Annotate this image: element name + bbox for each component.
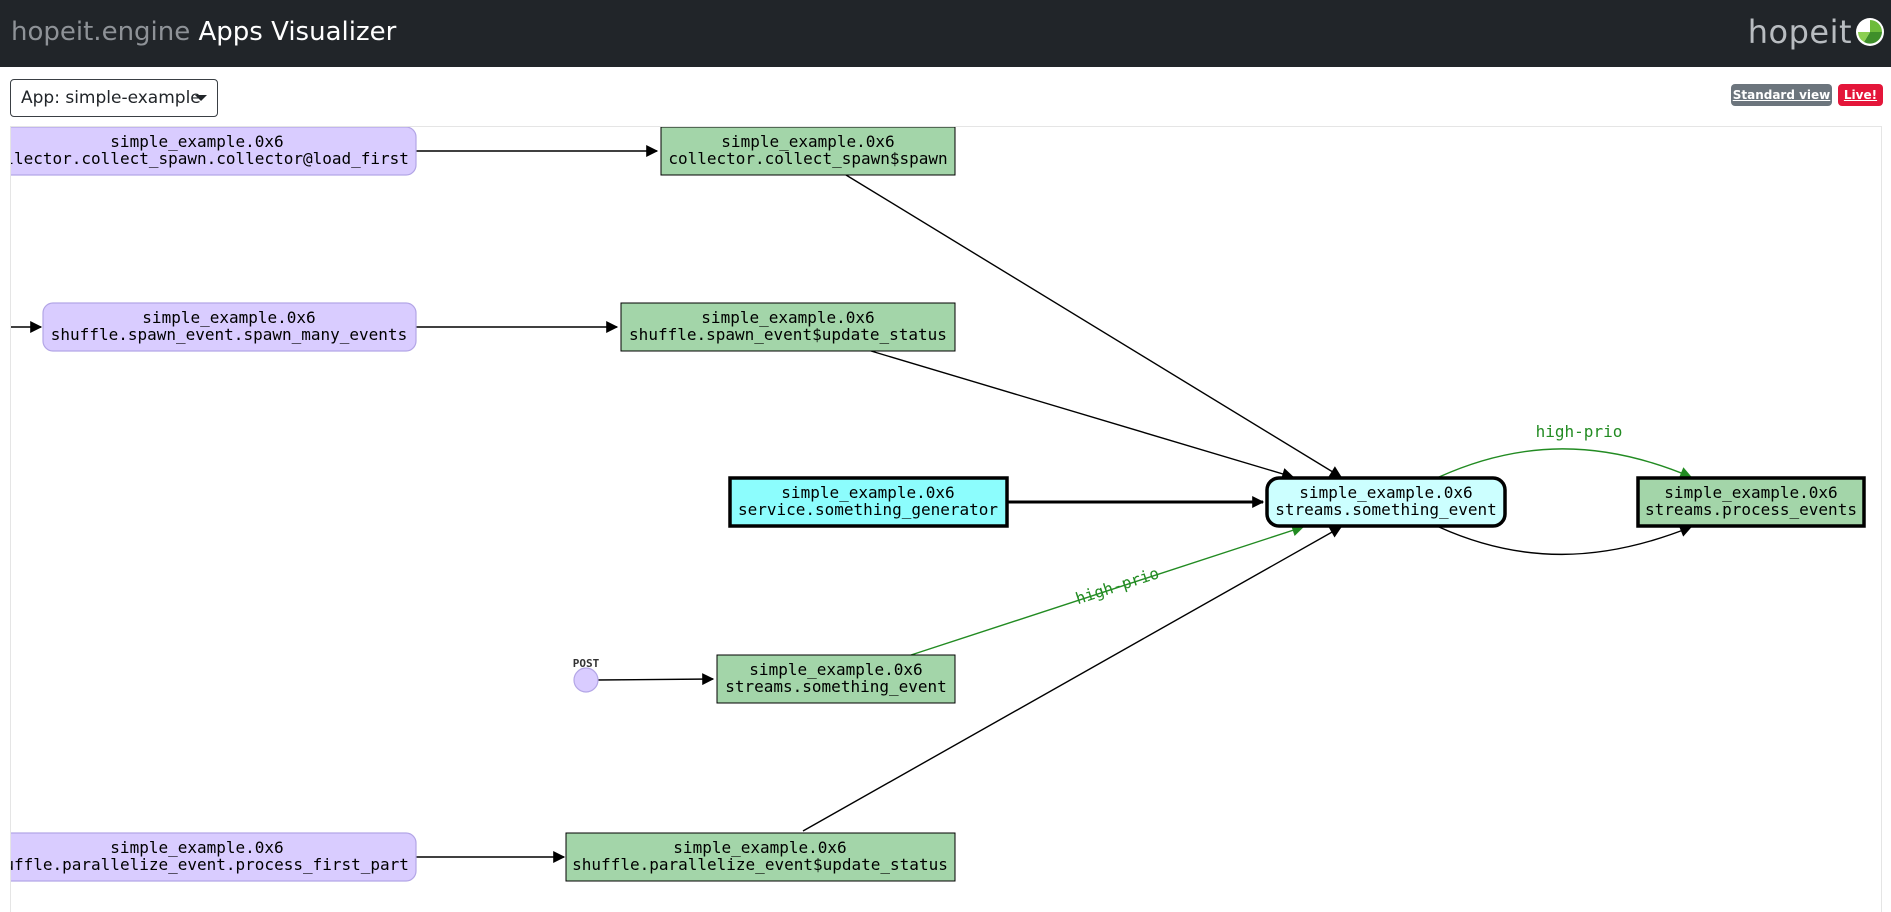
node-line1: simple_example.0x6 [142,308,315,327]
node-line1: simple_example.0x6 [781,483,954,502]
node-line1: simple_example.0x6 [749,660,922,679]
edge-post-to-api [595,673,715,686]
node-line2: service.something_generator [738,500,998,519]
node-service-generator[interactable]: simple_example.0x6 service.something_gen… [728,476,1009,528]
node-line2: streams.process_events [1645,500,1857,519]
node-line1: simple_example.0x6 [110,132,283,151]
node-shuffle-update-status[interactable]: simple_example.0x6 shuffle.spawn_event$u… [620,302,956,352]
edge-label-high-prio: high-prio [1073,563,1161,608]
node-line2: streams.something_event [725,677,947,696]
brand: hopeit.engine Apps Visualizer [11,14,396,50]
standard-view-link[interactable]: Standard view [1731,84,1832,106]
post-label: POST [573,657,600,670]
page-title: Apps Visualizer [198,17,397,47]
live-toggle[interactable]: Live! [1838,84,1883,106]
edge-api-to-stream-high-prio [910,524,1305,656]
node-line1: simple_example.0x6 [701,308,874,327]
node-streams-something-event-api[interactable]: simple_example.0x6 streams.something_eve… [716,654,956,704]
node-line2: collector.collect_spawn$spawn [668,149,947,168]
top-navbar: hopeit.engine Apps Visualizer hopeit [0,0,1891,67]
node-line2: shuffle.parallelize_event$update_status [572,855,948,874]
chevron-down-icon [195,95,207,101]
hopeit-leaf-icon [1856,18,1884,46]
edge-stream-to-process [1438,525,1693,556]
node-line1: simple_example.0x6 [721,132,894,151]
edge-stream-to-process-high-prio [1438,448,1693,479]
node-line2: shuffle.spawn_event.spawn_many_events [51,325,407,344]
node-parallelize-first-part[interactable]: simple_example.0x6 shuffle.parallelize_e… [11,832,417,882]
node-line2: shuffle.parallelize_event.process_first_… [11,855,409,874]
logo-text: hopeit [1747,13,1852,51]
node-line1: simple_example.0x6 [673,838,846,857]
node-line2: collector.collect_spawn.collector@load_f… [11,149,409,168]
graph-canvas[interactable]: high-prio high-prio simple_example.0x6 c… [10,126,1882,912]
node-line1: simple_example.0x6 [1299,483,1472,502]
node-post-endpoint[interactable]: POST [573,657,600,693]
node-line1: simple_example.0x6 [1664,483,1837,502]
node-collector-spawn[interactable]: simple_example.0x6 collector.collect_spa… [660,127,956,176]
node-parallelize-update-status[interactable]: simple_example.0x6 shuffle.parallelize_e… [565,832,956,882]
edge-spawn-to-stream [845,174,1343,478]
node-stream-something-event[interactable]: simple_example.0x6 streams.something_eve… [1265,476,1507,528]
node-shuffle-spawn-many[interactable]: simple_example.0x6 shuffle.spawn_event.s… [42,302,417,352]
edge-parallelize-to-stream [802,526,1343,832]
brand-prefix: hopeit.engine [11,17,191,47]
app-select-label: App: simple-example [21,88,201,108]
node-line1: simple_example.0x6 [110,838,283,857]
node-line2: streams.something_event [1275,500,1497,519]
node-process-events[interactable]: simple_example.0x6 streams.process_event… [1636,476,1866,528]
app-graph: high-prio high-prio simple_example.0x6 c… [11,127,1866,882]
edge-label-high-prio: high-prio [1536,422,1623,441]
edge-update-status-to-stream [870,350,1295,480]
node-collector-load-first[interactable]: simple_example.0x6 collector.collect_spa… [11,127,417,176]
logo[interactable]: hopeit [1748,12,1885,52]
node-line2: shuffle.spawn_event$update_status [629,325,947,344]
app-select-dropdown[interactable]: App: simple-example [10,79,218,117]
